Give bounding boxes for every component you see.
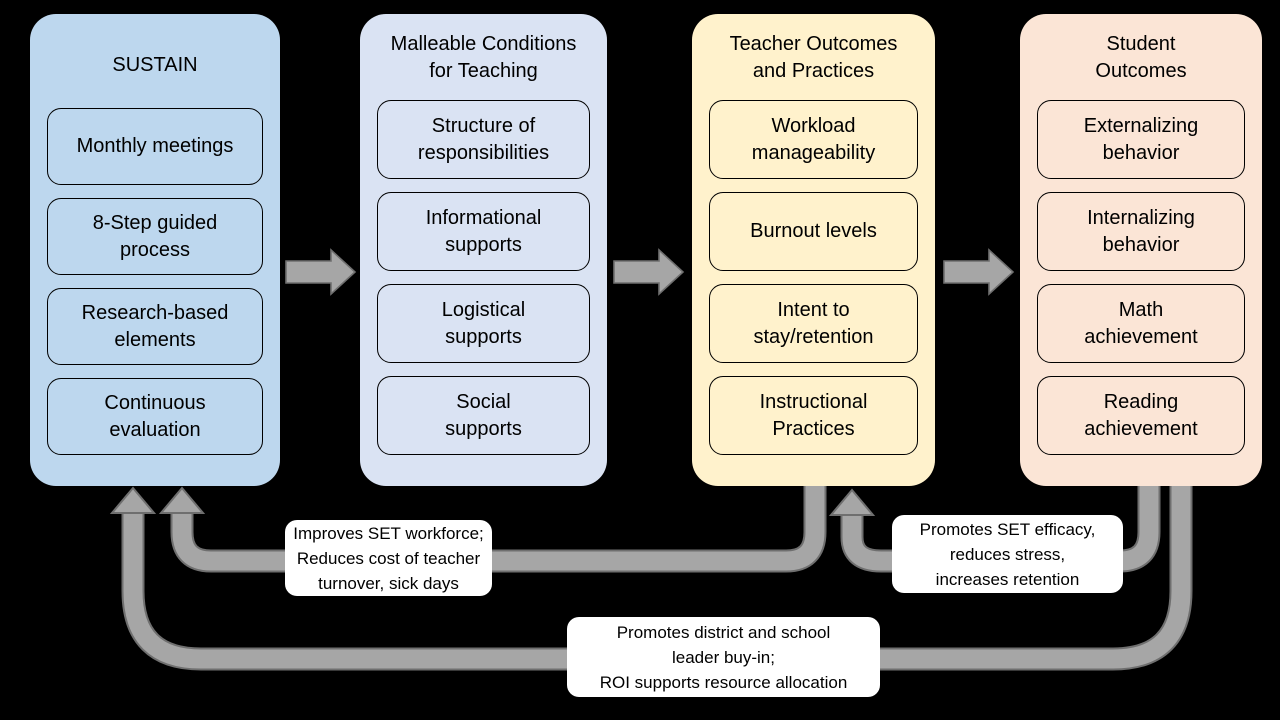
feedback-loop-1-edge xyxy=(170,480,827,573)
item-burnout-levels: Burnout levels xyxy=(709,192,918,271)
feedback-label-improves-set-workforce: Improves SET workforce; Reduces cost of … xyxy=(285,520,492,596)
feedback-label-promotes-district-buy-in: Promotes district and school leader buy-… xyxy=(567,617,880,697)
item-monthly-meetings: Monthly meetings xyxy=(47,108,263,185)
feedback-loop-3-arrowhead-icon xyxy=(109,486,157,514)
flow-arrow-1-icon xyxy=(285,248,357,296)
feedback-loop-1-line xyxy=(172,480,825,571)
feedback-loop-1-arrowhead-icon xyxy=(158,486,206,514)
feedback-loop-2-arrowhead-icon xyxy=(828,488,876,516)
column-sustain-title: SUSTAIN xyxy=(112,54,198,76)
feedback-label-promotes-set-efficacy: Promotes SET efficacy, reduces stress, i… xyxy=(892,515,1123,593)
flow-arrow-2-icon xyxy=(613,248,685,296)
flow-arrow-3-icon xyxy=(943,248,1015,296)
